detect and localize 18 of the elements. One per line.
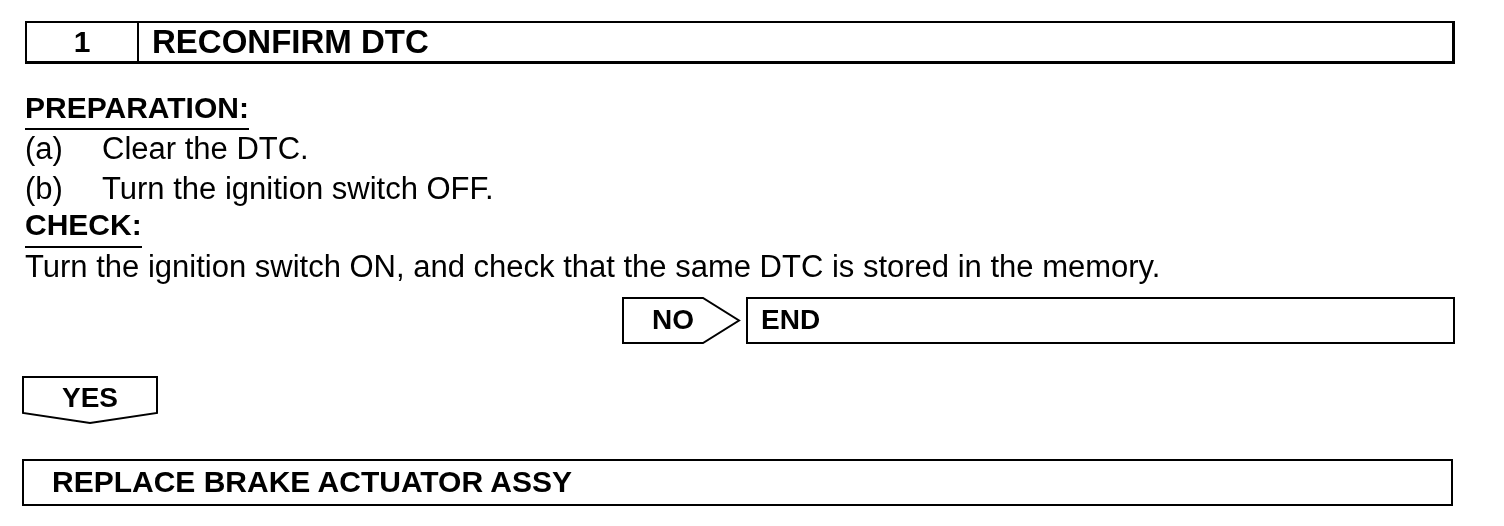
- action-text: REPLACE BRAKE ACTUATOR ASSY: [52, 465, 573, 500]
- step-number: 1: [73, 24, 91, 60]
- step-header-box: [25, 21, 1455, 64]
- instruction-text: Clear the DTC.: [102, 131, 309, 167]
- step-marker: (a): [25, 131, 63, 167]
- branch-label: NO: [652, 304, 694, 337]
- branch-arrow-shape: [22, 376, 158, 424]
- section-heading: PREPARATION:: [25, 91, 249, 126]
- result-text: END: [761, 304, 821, 337]
- result-box: [746, 297, 1455, 344]
- action-box: [22, 459, 1453, 506]
- instruction-text: Turn the ignition switch OFF.: [102, 171, 494, 207]
- instruction-text: Turn the ignition switch ON, and check that the same DTC is stored in the memory.: [25, 249, 1161, 285]
- section-heading: CHECK:: [25, 208, 142, 243]
- branch-arrow-shape: [622, 297, 740, 344]
- step-title: RECONFIRM DTC: [152, 23, 429, 61]
- step-marker: (b): [25, 171, 63, 207]
- branch-label: YES: [62, 382, 118, 415]
